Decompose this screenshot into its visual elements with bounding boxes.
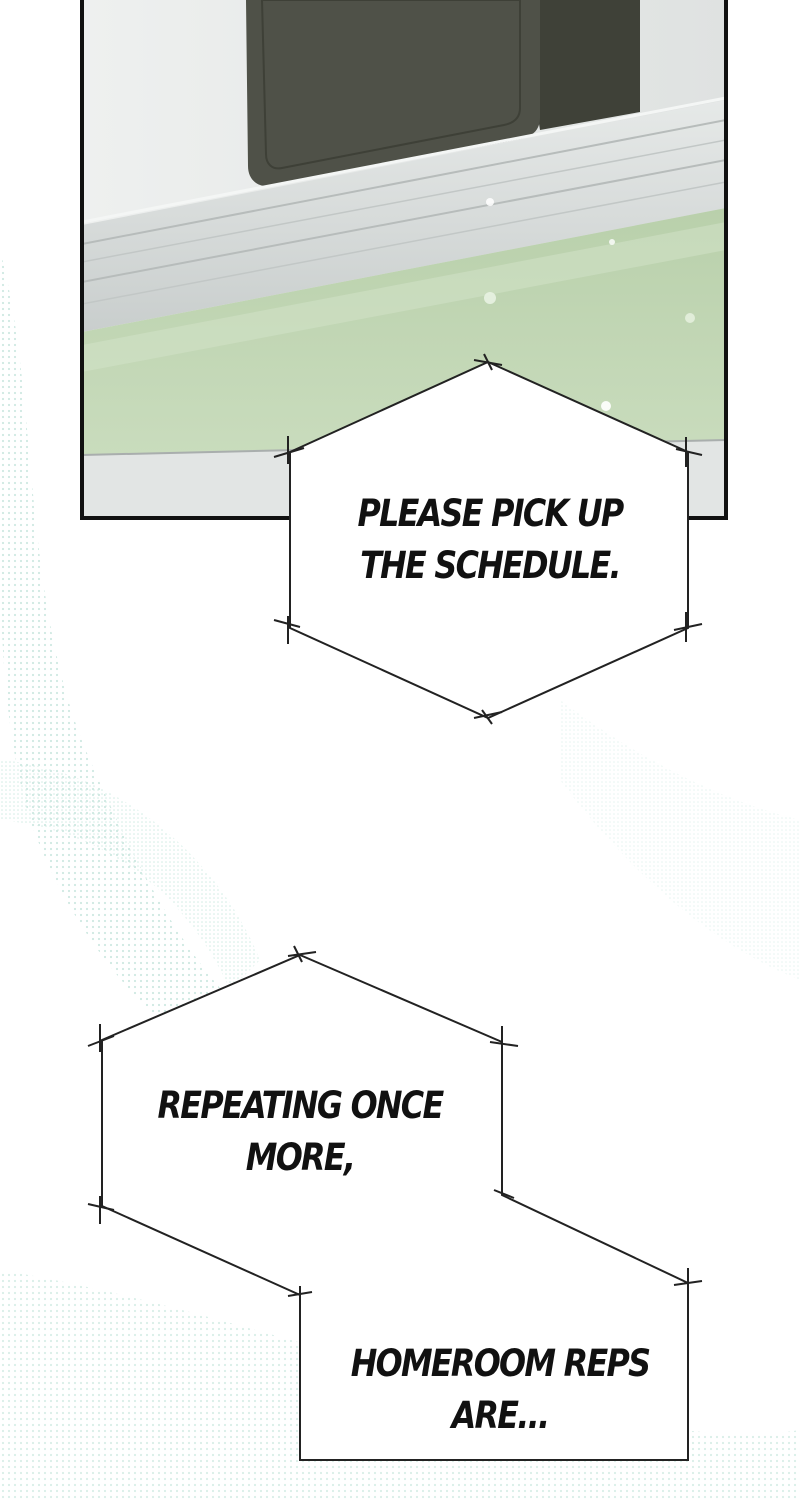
speech-bubble-3 — [299, 1283, 689, 1460]
sparkle-1 — [486, 198, 494, 206]
halftone-swirl-left — [0, 250, 300, 1120]
speech-bubble-2 — [87, 945, 703, 1461]
speech-bubble-1-text: PLEASE PICK UP THE SCHEDULE. — [327, 488, 654, 592]
device-inner-edge — [260, 0, 521, 170]
bubble-2-line-2: MORE, — [245, 1136, 356, 1179]
sparkle-3 — [601, 401, 611, 411]
device-shadow — [520, 0, 640, 130]
rail-groove-1 — [82, 119, 726, 245]
speech-bubble-1 — [273, 353, 703, 725]
bubble-1-line-2: THE SCHEDULE. — [360, 544, 622, 587]
halftone-swirl-mid — [0, 760, 260, 990]
rail-groove-3 — [82, 159, 726, 283]
bubble-3-line-2: ARE... — [451, 1394, 551, 1437]
bubble-3-line-1: HOMEROOM REPS — [350, 1342, 651, 1385]
halftone-band-right — [560, 700, 800, 980]
speech-bubble-3-text: HOMEROOM REPS ARE... — [345, 1338, 655, 1442]
rail-highlight — [82, 96, 726, 224]
rail-groove-4 — [82, 181, 726, 305]
bubble-2-line-1: REPEATING ONCE — [157, 1084, 445, 1127]
rail-groove-2 — [82, 139, 726, 263]
speech-bubble-2-text: REPEATING ONCE MORE, — [145, 1080, 455, 1184]
glass-shine — [82, 222, 726, 372]
sparkle-2 — [484, 292, 496, 304]
device-body — [246, 0, 540, 187]
bubble-1-line-1: PLEASE PICK UP — [357, 492, 624, 535]
sparkle-5 — [609, 239, 615, 245]
sparkle-4 — [685, 313, 695, 323]
